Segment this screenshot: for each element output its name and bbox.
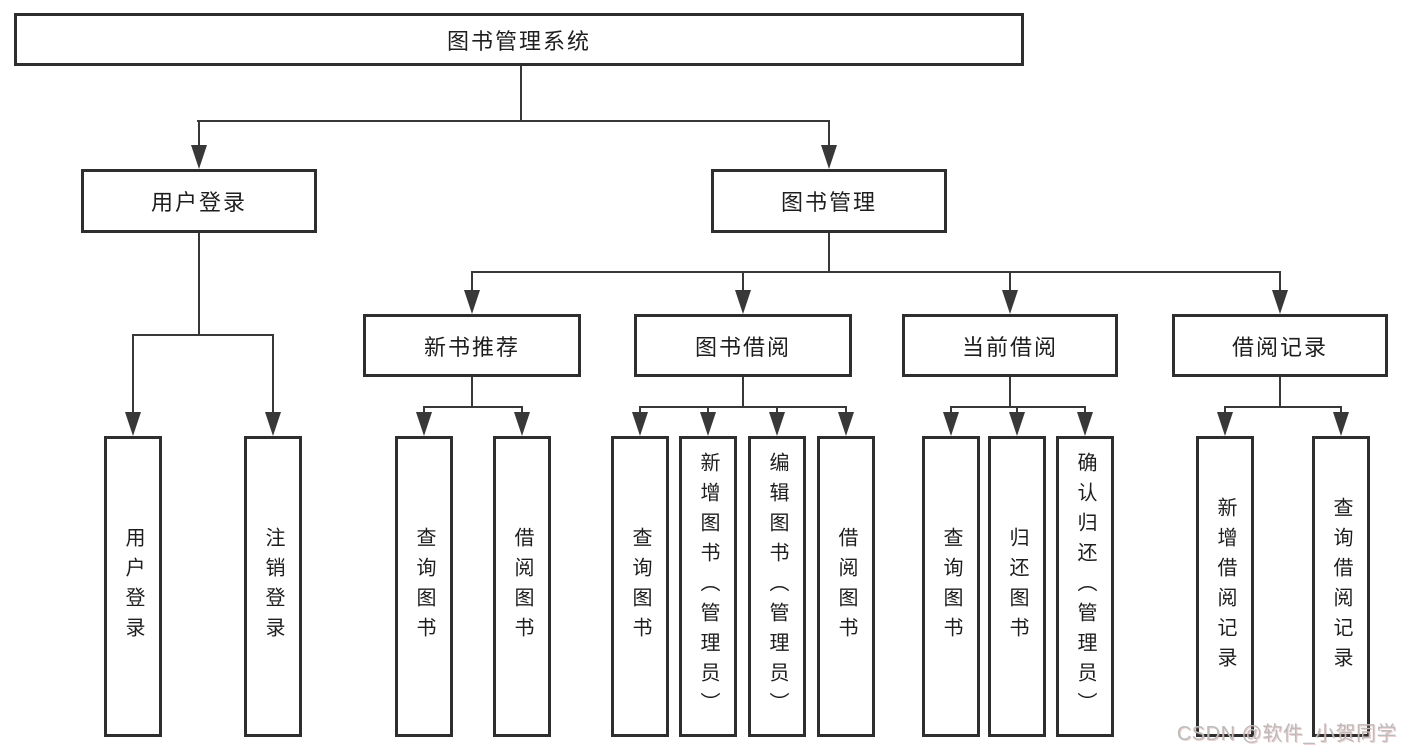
leaf-current-confirm-return-box: 确认归还（管理员） (1056, 436, 1114, 737)
arrowhead-cu-query-icon (943, 412, 959, 436)
connector-userlogin-drop (132, 335, 134, 412)
arrowhead-userlogin-icon (125, 412, 141, 436)
connector-borrowing-drop (742, 272, 744, 290)
arrowhead-login-icon (191, 145, 207, 169)
leaf-newbooks-borrow-book-label: 借阅图书 (511, 526, 533, 647)
node-book-mgmt-box: 图书管理 (711, 169, 947, 233)
connector-records-stub (1279, 377, 1281, 407)
connector-login-stub (198, 233, 200, 335)
connector-bw-borrow-drop (845, 407, 847, 412)
arrowhead-borrowing-icon (735, 290, 751, 314)
arrowhead-bw-borrow-icon (838, 412, 854, 436)
leaf-current-confirm-return-label: 确认归还（管理员） (1074, 451, 1096, 722)
node-borrow-records-box: 借阅记录 (1172, 314, 1388, 377)
node-root-box: 图书管理系统 (14, 13, 1024, 66)
connector-mgmt-drop (828, 120, 830, 145)
node-borrow-records-label: 借阅记录 (1231, 334, 1328, 360)
leaf-newbooks-query-book-label: 查询图书 (413, 526, 435, 647)
connector-bw-edit-drop (776, 407, 778, 412)
arrowhead-rc-query-icon (1333, 412, 1349, 436)
connector-login-rail (132, 334, 274, 336)
connector-logout-drop (272, 335, 274, 412)
node-user-login-box: 用户登录 (81, 169, 317, 233)
leaf-borrowing-query-book-box: 查询图书 (611, 436, 669, 737)
leaf-current-return-book-label: 归还图书 (1006, 526, 1028, 647)
leaf-logout-label: 注销登录 (262, 526, 284, 647)
connector-borrowing-rail (639, 406, 847, 408)
leaf-borrowing-borrow-book-box: 借阅图书 (817, 436, 875, 737)
leaf-newbooks-query-book-box: 查询图书 (395, 436, 453, 737)
connector-rc-add-drop (1224, 407, 1226, 412)
connector-login-drop (198, 120, 200, 145)
leaf-newbooks-borrow-book-box: 借阅图书 (493, 436, 551, 737)
node-current-borrowing-label: 当前借阅 (961, 334, 1058, 360)
leaf-user-login-label: 用户登录 (122, 526, 144, 647)
node-user-login-label: 用户登录 (150, 190, 247, 215)
leaf-current-query-book-box: 查询图书 (922, 436, 980, 737)
connector-mgmt-stub (828, 233, 830, 272)
arrowhead-mgmt-icon (821, 145, 837, 169)
node-book-mgmt-label: 图书管理 (780, 190, 877, 215)
arrowhead-cu-confirm-icon (1077, 412, 1093, 436)
leaf-records-query-record-label: 查询借阅记录 (1330, 496, 1352, 677)
leaf-borrowing-add-book-box: 新增图书（管理员） (679, 436, 737, 737)
node-current-borrowing-box: 当前借阅 (902, 314, 1118, 377)
leaf-borrowing-borrow-book-label: 借阅图书 (835, 526, 857, 647)
arrowhead-rc-add-icon (1217, 412, 1233, 436)
connector-cu-confirm-drop (1084, 407, 1086, 412)
connector-borrowing-stub (742, 377, 744, 407)
connector-newbooks-rail (423, 406, 523, 408)
connector-level3-rail (471, 271, 1281, 273)
node-new-books-box: 新书推荐 (363, 314, 581, 377)
leaf-user-login-box: 用户登录 (104, 436, 162, 737)
node-root-label: 图书管理系统 (446, 28, 591, 54)
arrowhead-nb-query-icon (416, 412, 432, 436)
leaf-records-add-record-label: 新增借阅记录 (1214, 496, 1236, 677)
node-book-borrowing-label: 图书借阅 (694, 334, 791, 360)
connector-current-stub (1009, 377, 1011, 407)
leaf-borrowing-add-book-label: 新增图书（管理员） (697, 451, 719, 722)
leaf-current-query-book-label: 查询图书 (940, 526, 962, 647)
connector-cu-query-drop (950, 407, 952, 412)
arrowhead-nb-borrow-icon (514, 412, 530, 436)
leaf-records-query-record-box: 查询借阅记录 (1312, 436, 1370, 737)
connector-root-stub (520, 66, 522, 120)
arrowhead-bw-edit-icon (769, 412, 785, 436)
connector-nb-borrow-drop (521, 407, 523, 412)
leaf-borrowing-query-book-label: 查询图书 (629, 526, 651, 647)
connector-newbooks-stub (471, 377, 473, 407)
node-book-borrowing-box: 图书借阅 (634, 314, 852, 377)
arrowhead-logout-icon (265, 412, 281, 436)
connector-records-rail (1224, 406, 1342, 408)
arrowhead-newbooks-icon (464, 290, 480, 314)
arrowhead-bw-query-icon (632, 412, 648, 436)
arrowhead-records-icon (1272, 290, 1288, 314)
connector-bw-add-drop (707, 407, 709, 412)
connector-bw-query-drop (639, 407, 641, 412)
connector-nb-query-drop (423, 407, 425, 412)
leaf-logout-box: 注销登录 (244, 436, 302, 737)
connector-cu-return-drop (1016, 407, 1018, 412)
connector-newbooks-drop (471, 272, 473, 290)
arrowhead-cu-return-icon (1009, 412, 1025, 436)
leaf-current-return-book-box: 归还图书 (988, 436, 1046, 737)
watermark: CSDN @软件_小贺同学 (1176, 723, 1397, 745)
connector-level2-rail (197, 120, 830, 122)
leaf-borrowing-edit-book-label: 编辑图书（管理员） (766, 451, 788, 722)
node-new-books-label: 新书推荐 (423, 334, 520, 360)
leaf-records-add-record-box: 新增借阅记录 (1196, 436, 1254, 737)
connector-records-drop (1279, 272, 1281, 290)
connector-rc-query-drop (1340, 407, 1342, 412)
leaf-borrowing-edit-book-box: 编辑图书（管理员） (748, 436, 806, 737)
connector-current-drop (1009, 272, 1011, 290)
arrowhead-current-icon (1002, 290, 1018, 314)
connector-current-rail (950, 406, 1086, 408)
arrowhead-bw-add-icon (700, 412, 716, 436)
